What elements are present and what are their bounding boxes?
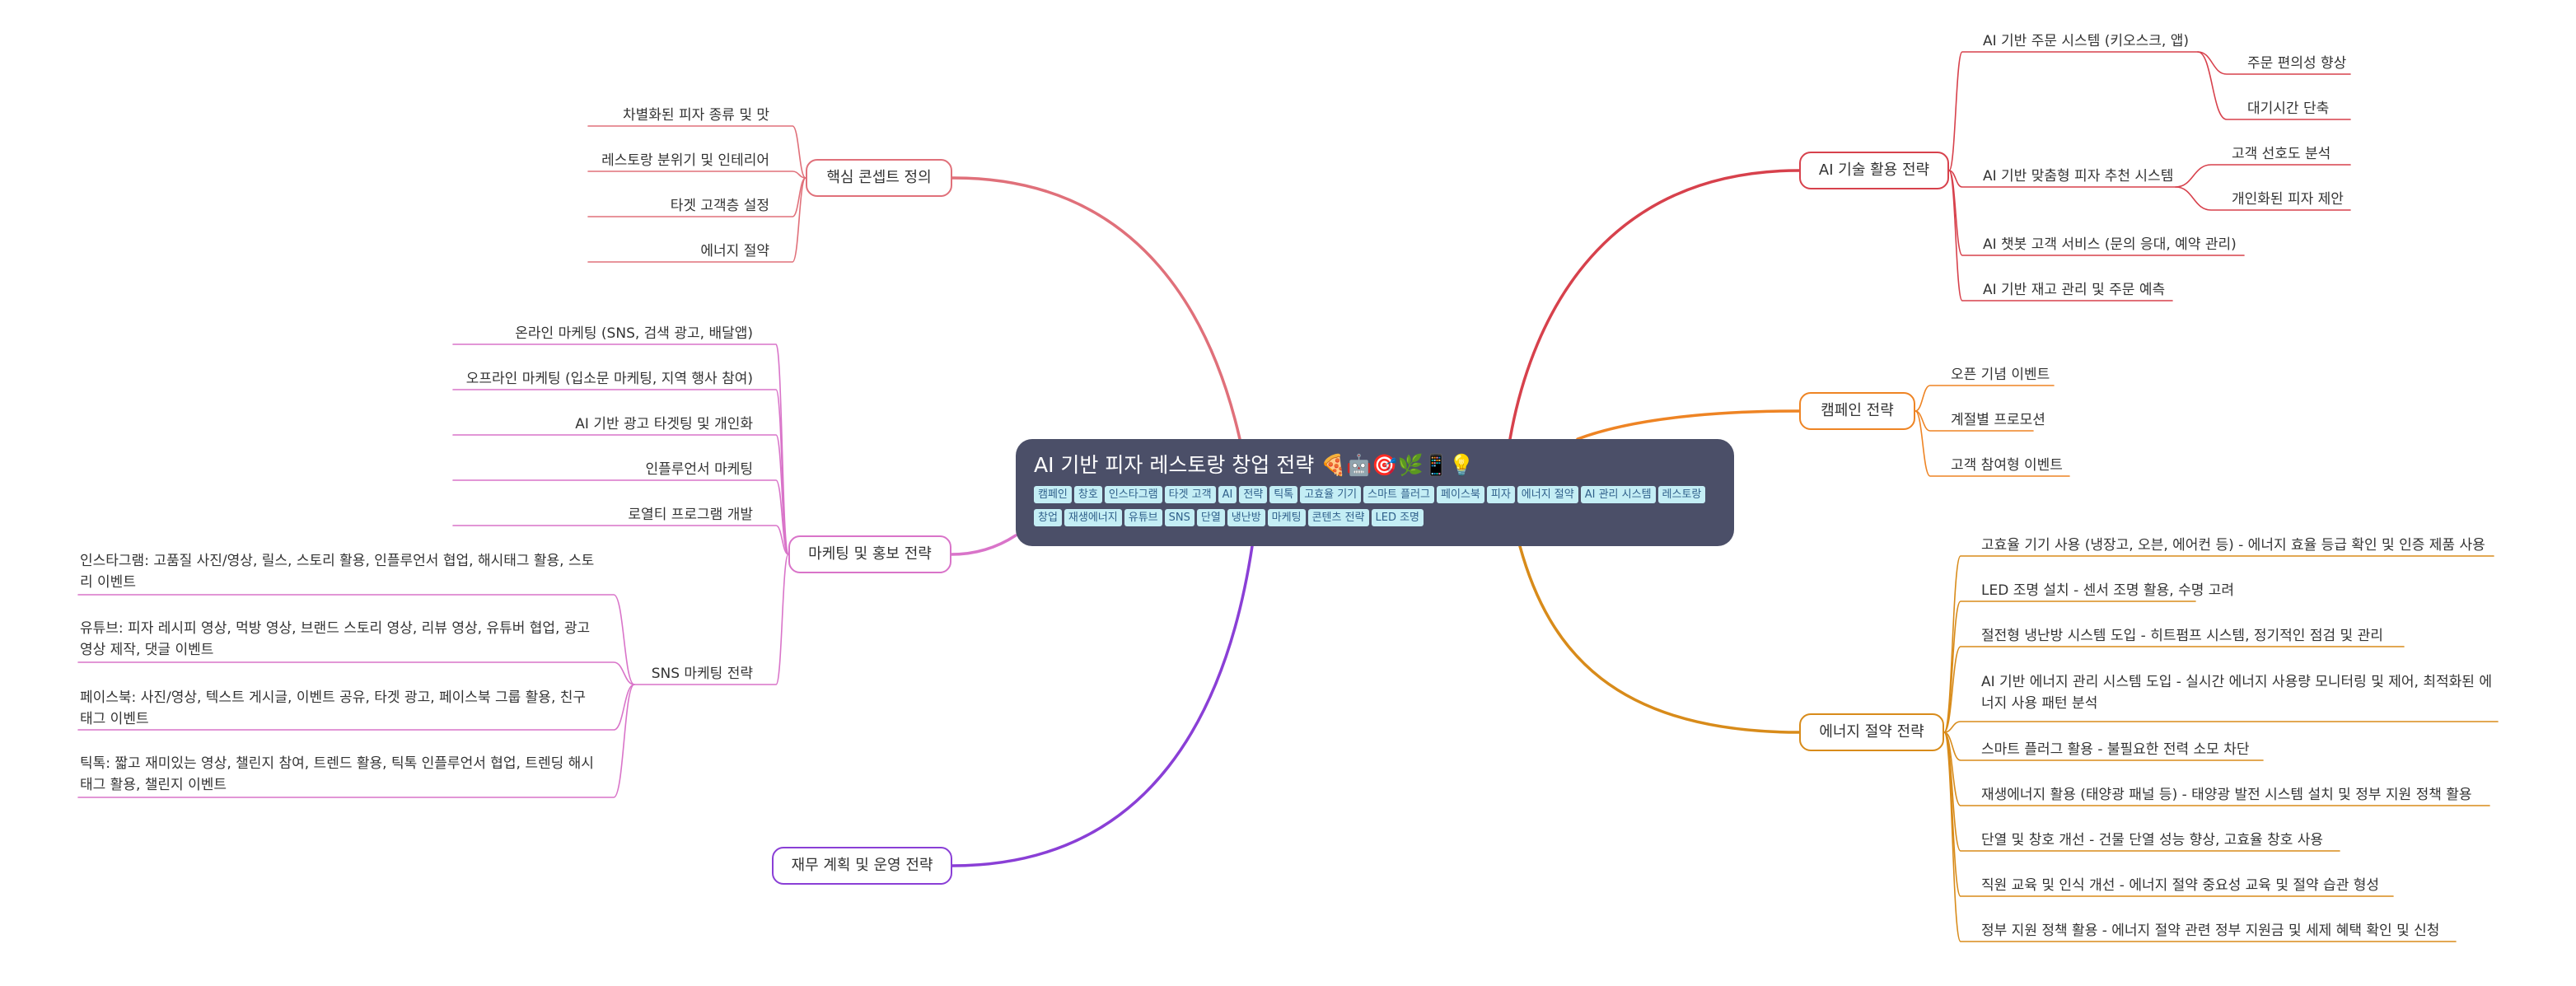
ai-child-inventory[interactable]: AI 기반 재고 관리 및 주문 예측 [1983, 282, 2166, 298]
connector-campaign-leaf-2 [1914, 410, 2034, 432]
leaf-energy-6[interactable]: 재생에너지 활용 (태양광 패널 등) - 태양광 발전 시스템 설치 및 정부… [1981, 787, 2472, 803]
connector-ai-rec-grandchild-1 [2175, 164, 2351, 188]
connector-marketing-leaf-4 [452, 479, 789, 555]
leaf-marketing-1[interactable]: 온라인 마케팅 (SNS, 검색 광고, 배달앱) [515, 325, 753, 342]
connector-energy-leaf-2 [1943, 600, 2196, 733]
connector-ai-order-grandchild-2 [2197, 51, 2351, 120]
connector-root-energy [1518, 544, 1801, 734]
leaf-marketing-5[interactable]: 로열티 프로그램 개발 [628, 507, 753, 523]
root-tag: 타겟 고객 [1164, 486, 1216, 503]
root-tag: 페이스북 [1437, 486, 1484, 503]
root-tag: LED 조명 [1371, 509, 1424, 526]
root-tag: 창호 [1073, 486, 1102, 503]
branch-finance[interactable]: 재무 계획 및 운영 전략 [772, 847, 952, 885]
leaf-energy-8[interactable]: 직원 교육 및 인식 개선 - 에너지 절약 중요성 교육 및 절약 습관 형성 [1981, 877, 2380, 894]
connector-marketing-sns [633, 554, 789, 685]
branch-marketing[interactable]: 마케팅 및 홍보 전략 [788, 535, 951, 573]
leaf-marketing-2[interactable]: 오프라인 마케팅 (입소문 마케팅, 지역 행사 참여) [465, 371, 753, 387]
connector-campaign-leaf-3 [1914, 410, 2070, 477]
ai-grandchild-personalized[interactable]: 개인화된 피자 제안 [2232, 191, 2344, 208]
ai-child-order-system[interactable]: AI 기반 주문 시스템 (키오스크, 앱) [1983, 33, 2190, 49]
root-tag: SNS [1164, 509, 1194, 526]
ai-child-chatbot[interactable]: AI 챗봇 고객 서비스 (문의 응대, 예약 관리) [1983, 236, 2237, 253]
leaf-sns-facebook[interactable]: 페이스북: 사진/영상, 텍스트 게시글, 이벤트 공유, 타겟 광고, 페이스… [80, 689, 587, 727]
root-tag: 콘텐츠 전략 [1307, 509, 1369, 526]
root-tag: 단열 [1196, 509, 1225, 526]
connector-energy-leaf-3 [1943, 646, 2405, 733]
connector-marketing-leaf-5 [452, 525, 789, 555]
connector-root-marketing [950, 534, 1017, 556]
leaf-energy-4[interactable]: AI 기반 에너지 관리 시스템 도입 - 실시간 에너지 사용량 모니터링 및… [1981, 674, 2492, 712]
leaf-campaign-3[interactable]: 고객 참여형 이벤트 [1951, 457, 2063, 474]
branch-campaign[interactable]: 캠페인 전략 [1799, 392, 1915, 430]
connector-sns-leaf-1 [77, 594, 635, 685]
connector-ai-rec-grandchild-2 [2175, 186, 2351, 211]
connector-campaign-leaf-1 [1914, 385, 2055, 412]
connector-root-finance [951, 544, 1254, 867]
root-tag: 재생에너지 [1064, 509, 1122, 526]
connector-ai-child-2 [1948, 170, 2176, 188]
leaf-sns-youtube[interactable]: 유튜브: 피자 레시피 영상, 먹방 영상, 브랜드 스토리 영상, 리뷰 영상… [80, 620, 591, 658]
leaf-marketing-4[interactable]: 인플루언서 마케팅 [645, 461, 753, 478]
branch-core-concept[interactable]: 핵심 콘셉트 정의 [806, 159, 952, 197]
root-tag: AI [1218, 486, 1237, 503]
connector-root-concept [951, 176, 1241, 441]
connector-root-ai [1508, 169, 1801, 441]
connector-ai-child-1 [1948, 51, 2199, 171]
leaf-energy-3[interactable]: 절전형 냉난방 시스템 도입 - 히트펌프 시스템, 정기적인 점검 및 관리 [1981, 628, 2383, 644]
ai-grandchild-preference[interactable]: 고객 선호도 분석 [2232, 146, 2331, 162]
leaf-concept-4[interactable]: 에너지 절약 [700, 243, 769, 259]
ai-grandchild-convenience[interactable]: 주문 편의성 향상 [2247, 55, 2347, 72]
branch-ai-tech[interactable]: AI 기술 활용 전략 [1799, 152, 1949, 189]
leaf-campaign-1[interactable]: 오픈 기념 이벤트 [1951, 367, 2050, 383]
root-tag: 창업 [1034, 509, 1062, 526]
ai-child-recommendation[interactable]: AI 기반 맞춤형 피자 추천 시스템 [1983, 168, 2174, 185]
leaf-concept-2[interactable]: 레스토랑 분위기 및 인테리어 [601, 152, 769, 169]
connector-marketing-leaf-3 [452, 434, 789, 555]
leaf-energy-5[interactable]: 스마트 플러그 활용 - 불필요한 전력 소모 차단 [1981, 741, 2250, 758]
root-tag: 고효율 기기 [1300, 486, 1362, 503]
root-title: AI 기반 피자 레스토랑 창업 전략 🍕🤖🎯🌿📱💡 [1034, 453, 1475, 477]
root-tag: 피자 [1486, 486, 1515, 503]
root-tag: 전략 [1239, 486, 1268, 503]
connector-concept-leaf-4 [587, 177, 806, 263]
root-tag: 레스토랑 [1657, 486, 1706, 503]
root-tag: 냉난방 [1227, 509, 1265, 526]
branch-energy[interactable]: 에너지 절약 전략 [1799, 713, 1944, 751]
connector-sns-leaf-4 [77, 684, 635, 798]
leaf-campaign-2[interactable]: 계절별 프로모션 [1951, 412, 2045, 428]
node-sns-marketing[interactable]: SNS 마케팅 전략 [651, 666, 753, 682]
connector-sns-leaf-3 [77, 684, 635, 731]
connector-energy-leaf-4 [1943, 721, 2499, 733]
connector-root-campaign [1576, 409, 1801, 441]
leaf-sns-tiktok[interactable]: 틱톡: 짧고 재미있는 영상, 챌린지 참여, 트렌드 활용, 틱톡 인플루언서… [80, 755, 594, 793]
root-tag: 유튜브 [1124, 509, 1162, 526]
connector-energy-leaf-9 [1943, 731, 2457, 942]
leaf-concept-1[interactable]: 차별화된 피자 종류 및 맛 [622, 107, 769, 124]
root-tag: 마케팅 [1267, 509, 1306, 526]
leaf-marketing-3[interactable]: AI 기반 광고 타겟팅 및 개인화 [575, 416, 753, 432]
connector-ai-child-4 [1948, 170, 2173, 301]
root-tag: 인스타그램 [1104, 486, 1162, 503]
connector-concept-leaf-2 [587, 171, 806, 179]
leaf-energy-1[interactable]: 고효율 기기 사용 (냉장고, 오븐, 에어컨 등) - 에너지 효율 등급 확… [1981, 537, 2485, 554]
leaf-energy-7[interactable]: 단열 및 창호 개선 - 건물 단열 성능 향상, 고효율 창호 사용 [1981, 832, 2324, 848]
root-tag: 에너지 절약 [1517, 486, 1578, 503]
connector-ai-order-grandchild-1 [2197, 51, 2351, 75]
leaf-sns-instagram[interactable]: 인스타그램: 고품질 사진/영상, 릴스, 스토리 활용, 인플루언서 협업, … [80, 553, 595, 591]
root-tag: 스마트 플러그 [1363, 486, 1435, 503]
root-tag: AI 관리 시스템 [1580, 486, 1656, 503]
ai-grandchild-wait-time[interactable]: 대기시간 단축 [2247, 100, 2330, 117]
connector-sns-leaf-2 [77, 661, 635, 685]
root-tag: 틱톡 [1269, 486, 1298, 503]
connector-concept-leaf-1 [587, 125, 806, 179]
leaf-energy-2[interactable]: LED 조명 설치 - 센서 조명 활용, 수명 고려 [1981, 582, 2235, 599]
leaf-concept-3[interactable]: 타겟 고객층 설정 [670, 198, 769, 214]
root-tag: 캠페인 [1034, 486, 1072, 503]
leaf-energy-9[interactable]: 정부 지원 정책 활용 - 에너지 절약 관련 정부 지원금 및 세제 혜택 확… [1981, 923, 2440, 939]
